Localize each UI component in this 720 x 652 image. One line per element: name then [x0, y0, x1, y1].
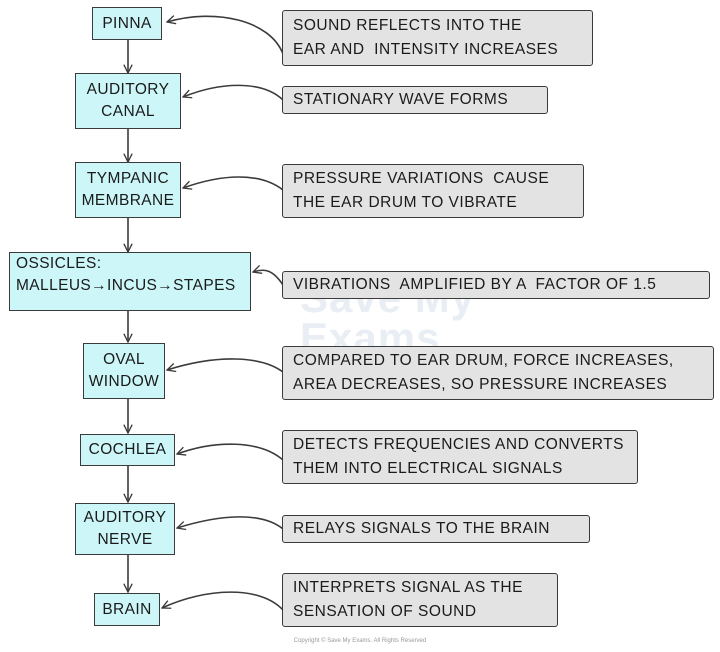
note-oval-window: COMPARED TO EAR DRUM, FORCE INCREASES, A…: [282, 346, 714, 400]
note-auditory-nerve: RELAYS SIGNALS TO THE BRAIN: [282, 515, 590, 543]
stage-oval-window-line-1: OVAL: [103, 351, 145, 368]
note-ossicles: VIBRATIONS AMPLIFIED BY A FACTOR OF 1.5: [282, 271, 710, 299]
note-cochlea: DETECTS FREQUENCIES AND CONVERTS THEM IN…: [282, 430, 638, 484]
stage-ossicles-line-1: OSSICLES:: [16, 255, 102, 272]
stage-oval-window-line-2: WINDOW: [88, 373, 160, 390]
annotation-arrow-5: [167, 358, 284, 373]
stage-auditory-nerve-line-2: NERVE: [97, 531, 153, 548]
stage-cochlea-label: COCHLEA: [88, 441, 167, 458]
annotation-arrow-8: [162, 591, 284, 611]
stage-auditory-nerve: AUDITORY NERVE: [75, 503, 175, 555]
stage-auditory-canal: AUDITORY CANAL: [75, 73, 181, 129]
annotation-arrow-1: [167, 16, 284, 55]
stage-pinna-label: PINNA: [102, 14, 152, 32]
note-pinna-line-2: EAR AND INTENSITY INCREASES: [293, 41, 559, 58]
stage-tympanic-membrane-line-2: MEMBRANE: [81, 192, 175, 209]
stage-auditory-canal-line-1: AUDITORY: [86, 81, 170, 98]
note-oval-window-line-1: COMPARED TO EAR DRUM, FORCE INCREASES,: [293, 352, 674, 369]
stage-oval-window: OVAL WINDOW: [83, 343, 165, 399]
note-auditory-canal: STATIONARY WAVE FORMS: [282, 86, 548, 114]
annotation-arrow-4: [253, 270, 284, 286]
stage-auditory-canal-line-2: CANAL: [101, 103, 155, 120]
note-cochlea-line-2: THEM INTO ELECTRICAL SIGNALS: [293, 460, 563, 477]
note-auditory-nerve-line-1: RELAYS SIGNALS TO THE BRAIN: [293, 520, 550, 537]
annotation-arrow-3: [183, 176, 284, 191]
annotation-arrow-2: [183, 84, 284, 101]
note-brain: INTERPRETS SIGNAL AS THE SENSATION OF SO…: [282, 573, 558, 627]
note-oval-window-line-2: AREA DECREASES, SO PRESSURE INCREASES: [293, 376, 668, 393]
note-cochlea-line-1: DETECTS FREQUENCIES AND CONVERTS: [293, 436, 624, 453]
note-pinna-line-1: SOUND REFLECTS INTO THE: [293, 17, 522, 34]
note-auditory-canal-line-1: STATIONARY WAVE FORMS: [293, 91, 509, 108]
stage-auditory-nerve-line-1: AUDITORY: [83, 509, 167, 526]
note-pinna: SOUND REFLECTS INTO THE EAR AND INTENSIT…: [282, 10, 593, 66]
annotation-arrow-7: [177, 516, 284, 529]
stage-brain: BRAIN: [94, 593, 160, 626]
note-tympanic-membrane-line-2: THE EAR DRUM TO VIBRATE: [293, 194, 518, 211]
stage-tympanic-membrane-line-1: TYMPANIC: [86, 170, 170, 187]
stage-pinna: PINNA: [92, 7, 162, 40]
note-brain-line-1: INTERPRETS SIGNAL AS THE: [293, 579, 523, 596]
note-tympanic-membrane-line-1: PRESSURE VARIATIONS CAUSE: [293, 170, 550, 187]
note-brain-line-2: SENSATION OF SOUND: [293, 603, 477, 620]
annotation-arrow-6: [177, 443, 284, 461]
note-ossicles-line-1: VIBRATIONS AMPLIFIED BY A FACTOR OF 1.5: [293, 276, 657, 293]
stage-brain-label: BRAIN: [102, 600, 152, 618]
note-tympanic-membrane: PRESSURE VARIATIONS CAUSE THE EAR DRUM T…: [282, 164, 584, 218]
stage-tympanic-membrane: TYMPANIC MEMBRANE: [75, 162, 181, 218]
stage-ossicles-line-2: MALLEUS→INCUS→STAPES: [16, 277, 236, 294]
copyright-notice: Copyright © Save My Exams. All Rights Re…: [293, 638, 427, 644]
stage-ossicles: OSSICLES: MALLEUS→INCUS→STAPES: [9, 252, 251, 311]
stage-cochlea: COCHLEA: [80, 434, 175, 466]
